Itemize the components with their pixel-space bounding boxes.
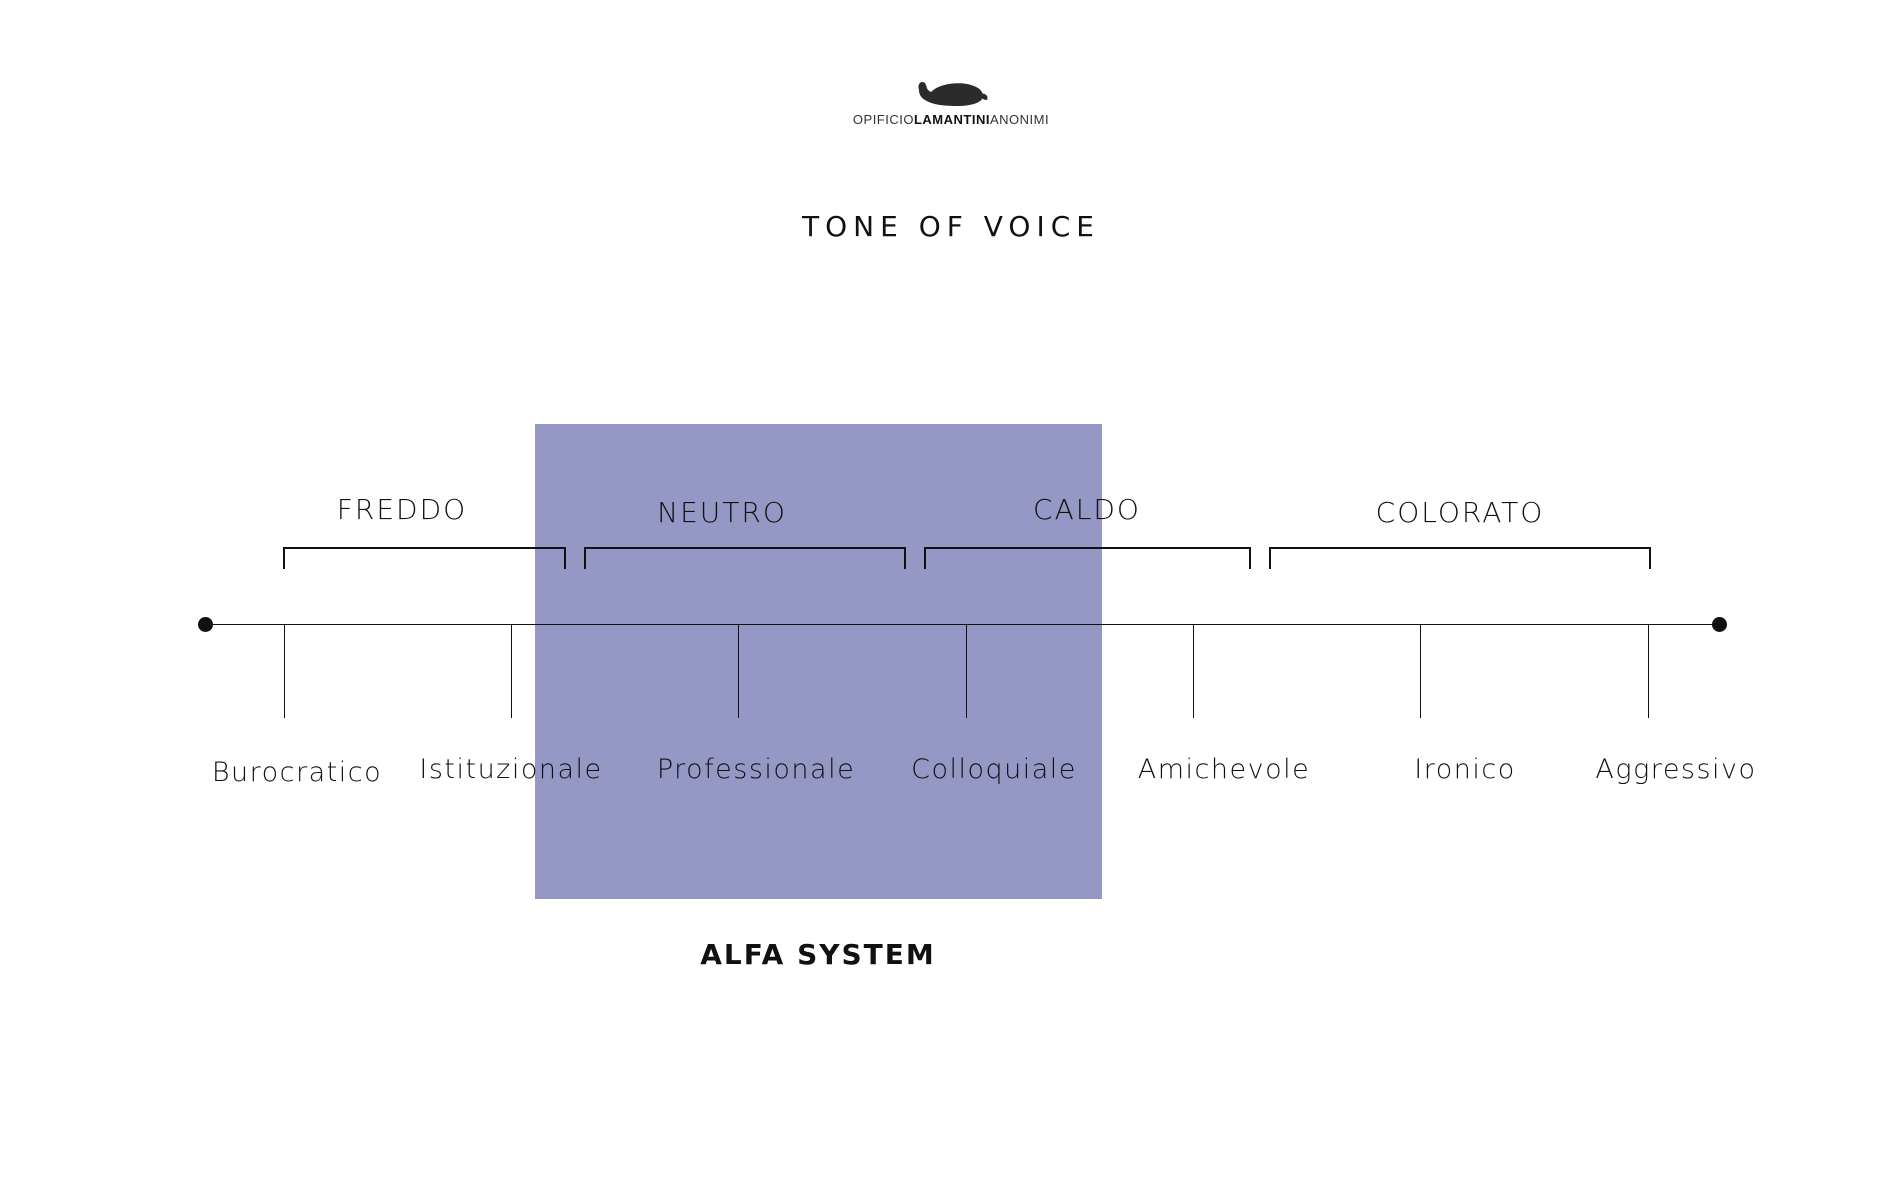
group-label-freddo: FREDDO	[336, 493, 468, 526]
brand-logo: OPIFICIOLAMANTINIANONIMI	[0, 70, 1902, 127]
logo-word-2: LAMANTINI	[913, 112, 990, 127]
page-title: TONE OF VOICE	[802, 210, 1100, 243]
logo-word-3: ANONIMI	[989, 112, 1050, 127]
highlight-label: ALFA SYSTEM	[700, 938, 936, 971]
scale-axis-line	[205, 624, 1713, 625]
bracket-freddo	[283, 547, 566, 569]
tick-istituzionale	[511, 625, 512, 718]
label-aggressivo: Aggressivo	[1595, 754, 1757, 785]
tick-colloquiale	[966, 625, 967, 718]
tick-burocratico	[284, 625, 285, 718]
tick-professionale	[738, 625, 739, 718]
tick-aggressivo	[1648, 625, 1649, 718]
group-label-caldo: CALDO	[1033, 493, 1141, 526]
group-label-colorato: COLORATO	[1375, 496, 1545, 529]
label-professionale: Professionale	[656, 754, 856, 785]
axis-start-dot	[198, 617, 213, 632]
bracket-neutro	[584, 547, 906, 569]
label-ironico: Ironico	[1414, 754, 1516, 785]
label-amichevole: Amichevole	[1137, 754, 1311, 785]
tick-ironico	[1420, 625, 1421, 718]
group-label-neutro: NEUTRO	[657, 496, 787, 529]
logo-word-1: OPIFICIO	[852, 112, 914, 127]
manatee-icon	[918, 81, 988, 106]
highlight-range-box	[535, 424, 1102, 899]
label-burocratico: Burocratico	[211, 757, 383, 788]
label-colloquiale: Colloquiale	[911, 754, 1077, 785]
label-istituzionale: Istituzionale	[419, 754, 603, 785]
bracket-caldo	[924, 547, 1251, 569]
logo-wordmark: OPIFICIOLAMANTINIANONIMI	[0, 112, 1902, 127]
axis-end-dot	[1712, 617, 1727, 632]
tick-amichevole	[1193, 625, 1194, 718]
bracket-colorato	[1269, 547, 1651, 569]
